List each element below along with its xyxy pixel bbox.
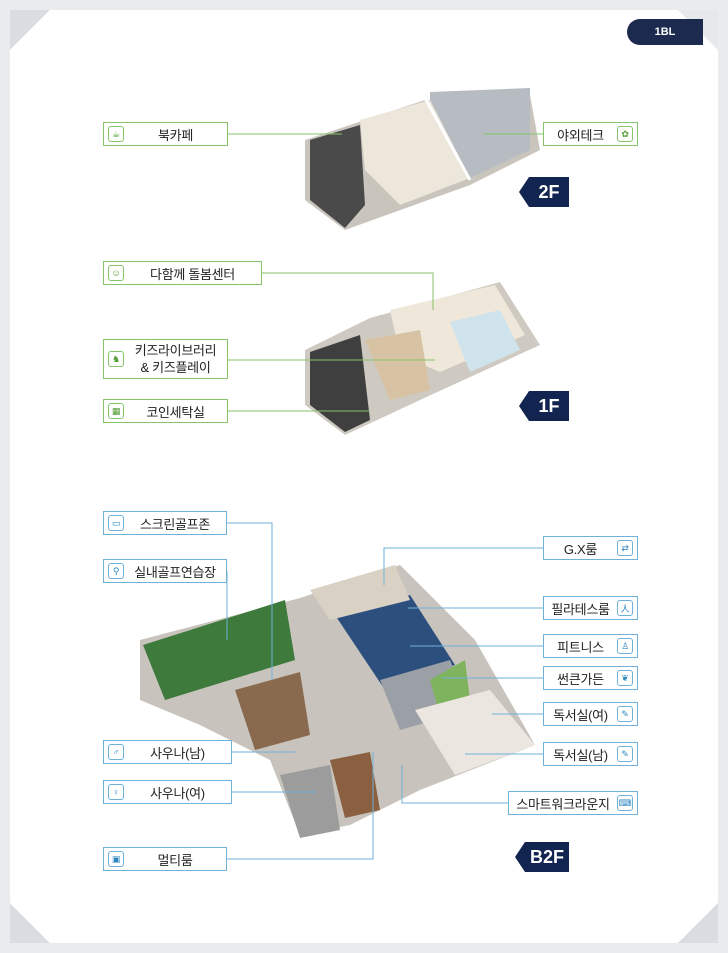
label-sauna-female: ♀ 사우나(여) [103,780,232,804]
label-book-cafe: ☕ 북카페 [103,122,228,146]
label-screen-golf: ▭ 스크린골프존 [103,511,227,535]
label-study-female: 독서실(여) ✎ [543,702,638,726]
female-icon: ♀ [108,784,124,800]
washer-icon: ▦ [108,403,124,419]
label-terrace: 야외테크 ✿ [543,122,638,146]
page-corner [10,10,50,50]
floor-tag-2f: 2F [519,177,569,207]
male-icon: ♂ [108,744,124,760]
block-badge: 1BL [627,19,703,45]
floor-plan-2f [305,88,540,230]
label-sauna-male: ♂ 사우나(남) [103,740,232,764]
label-pilates: 필라테스룸 人 [543,596,638,620]
floor-plan-1f [305,282,540,435]
study-icon: ✎ [617,746,633,762]
laptop-icon: ⌨ [617,795,633,811]
floor-tag-b2f: B2F [515,842,569,872]
horse-icon: ♞ [108,351,124,367]
label-gx-room: G.X룸 ⇄ [543,536,638,560]
floor-plan-b2f [140,565,535,838]
label-multi-room: ▣ 멀티룸 [103,847,227,871]
label-study-male: 독서실(남) ✎ [543,742,638,766]
label-indoor-golf: ⚲ 실내골프연습장 [103,559,227,583]
page-corner [678,903,718,943]
gx-icon: ⇄ [617,540,633,556]
golf-screen-icon: ▭ [108,515,124,531]
garden-icon: ❦ [617,670,633,686]
label-smart-lounge: 스마트워크라운지 ⌨ [508,791,638,815]
label-kids-library: ♞ 키즈라이브러리 & 키즈플레이 [103,339,228,379]
page-corner [10,903,50,943]
label-fitness: 피트니스 ♙ [543,634,638,658]
people-icon: ☺ [108,265,124,281]
golfer-icon: ⚲ [108,563,124,579]
kids-label-line1: 키즈라이브러리 [134,343,217,358]
label-sunken-garden: 썬큰가든 ❦ [543,666,638,690]
plant-icon: ✿ [617,126,633,142]
study-icon: ✎ [617,706,633,722]
floor-tag-1f: 1F [519,391,569,421]
kids-label-line2: & 키즈플레이 [140,360,211,375]
monitor-icon: ▣ [108,851,124,867]
pilates-icon: 人 [617,600,633,616]
label-care-center: ☺ 다함께 돌봄센터 [103,261,262,285]
fitness-icon: ♙ [617,638,633,654]
cup-icon: ☕ [108,126,124,142]
label-laundry: ▦ 코인세탁실 [103,399,228,423]
